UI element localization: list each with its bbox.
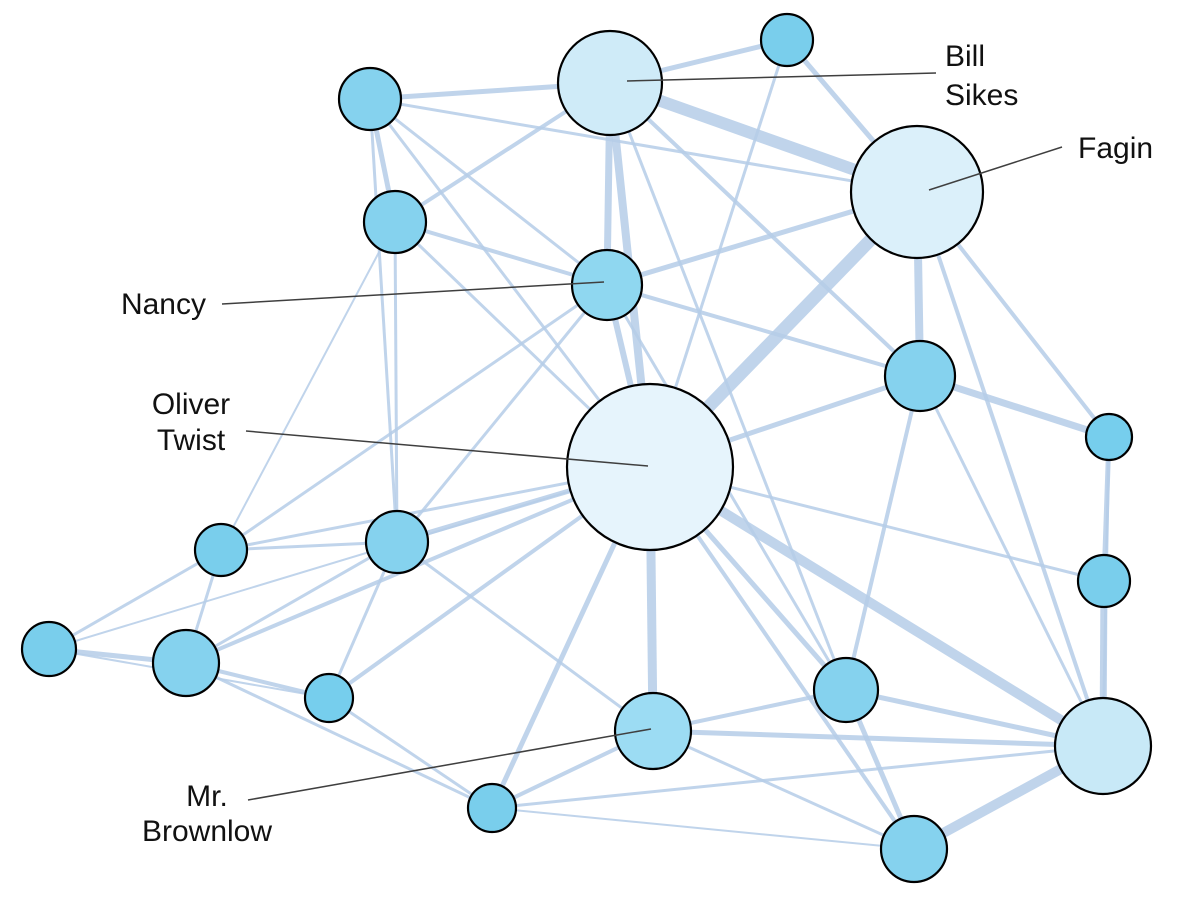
edge-brownlow-botright: [652, 728, 1104, 749]
leader-brownlow: [247, 728, 652, 801]
node-right2[interactable]: [1084, 412, 1134, 462]
label-oliver-line-1: Oliver: [152, 388, 230, 421]
edge-nancy-mid1: [395, 284, 609, 543]
edge-topleft2-mid2: [220, 221, 396, 551]
label-brownlow-line-2: Brownlow: [142, 815, 272, 848]
node-nancy[interactable]: [570, 248, 644, 322]
edge-topleft1-mid1: [368, 98, 399, 543]
leaders-layer: [221, 72, 1063, 801]
node-mid3[interactable]: [303, 672, 355, 724]
edge-mid1-brownlow: [396, 540, 654, 733]
label-nancy-line-1: Nancy: [121, 288, 206, 321]
edge-mid1-left2: [185, 540, 398, 665]
node-left1[interactable]: [20, 620, 78, 678]
node-bill[interactable]: [556, 29, 664, 137]
node-mid1[interactable]: [364, 509, 430, 575]
edge-mid2-left1: [48, 548, 222, 651]
node-right1[interactable]: [883, 339, 957, 413]
node-bot2[interactable]: [466, 782, 518, 834]
leader-fagin: [928, 146, 1063, 191]
edge-oliver-left1: [48, 466, 651, 650]
label-brownlow: Mr.Brownlow: [142, 780, 272, 848]
nodes-layer: [20, 12, 1153, 884]
node-botright[interactable]: [1053, 696, 1153, 796]
edge-right1-botright: [918, 375, 1105, 747]
label-brownlow-line-1: Mr.: [186, 780, 228, 813]
node-fagin[interactable]: [849, 124, 985, 260]
edge-right1-bot1: [844, 375, 922, 691]
edge-mid3-bot2: [328, 696, 493, 810]
node-right3[interactable]: [1076, 553, 1132, 609]
edge-fagin-botright: [915, 191, 1105, 747]
node-topleft1[interactable]: [337, 66, 403, 132]
label-fagin-line-1: Fagin: [1078, 132, 1153, 165]
node-bot1[interactable]: [812, 656, 880, 724]
edge-topleft1-nancy: [369, 97, 608, 287]
label-bill-line-2: Sikes: [945, 79, 1018, 112]
node-mid2[interactable]: [193, 522, 249, 578]
leader-nancy: [221, 281, 605, 305]
edge-topleft2-mid1: [393, 221, 399, 543]
edge-topleft2-nancy: [394, 220, 608, 287]
edge-nancy-right1: [606, 283, 921, 378]
edge-nancy-mid2: [220, 283, 608, 552]
node-bot3[interactable]: [879, 814, 949, 884]
node-left2[interactable]: [151, 628, 221, 698]
label-fagin: Fagin: [1078, 132, 1153, 165]
leader-oliver: [245, 430, 649, 467]
edge-topleft1-fagin: [369, 97, 918, 194]
edge-oliver-botright: [647, 462, 1106, 751]
node-oliver[interactable]: [565, 382, 735, 552]
edge-left2-bot2: [185, 661, 493, 810]
label-bill-line-1: Bill: [945, 40, 985, 73]
leader-bill: [626, 72, 937, 82]
edge-bill-right1: [608, 81, 922, 378]
edge-bot2-botright: [491, 744, 1104, 810]
label-oliver-line-2: Twist: [157, 424, 226, 457]
edge-bot2-bot3: [491, 807, 915, 850]
label-nancy: Nancy: [121, 288, 206, 321]
node-top3[interactable]: [759, 12, 815, 68]
node-topleft2[interactable]: [362, 189, 428, 255]
edge-brownlow-bot3: [652, 729, 915, 851]
node-brownlow[interactable]: [613, 691, 693, 771]
